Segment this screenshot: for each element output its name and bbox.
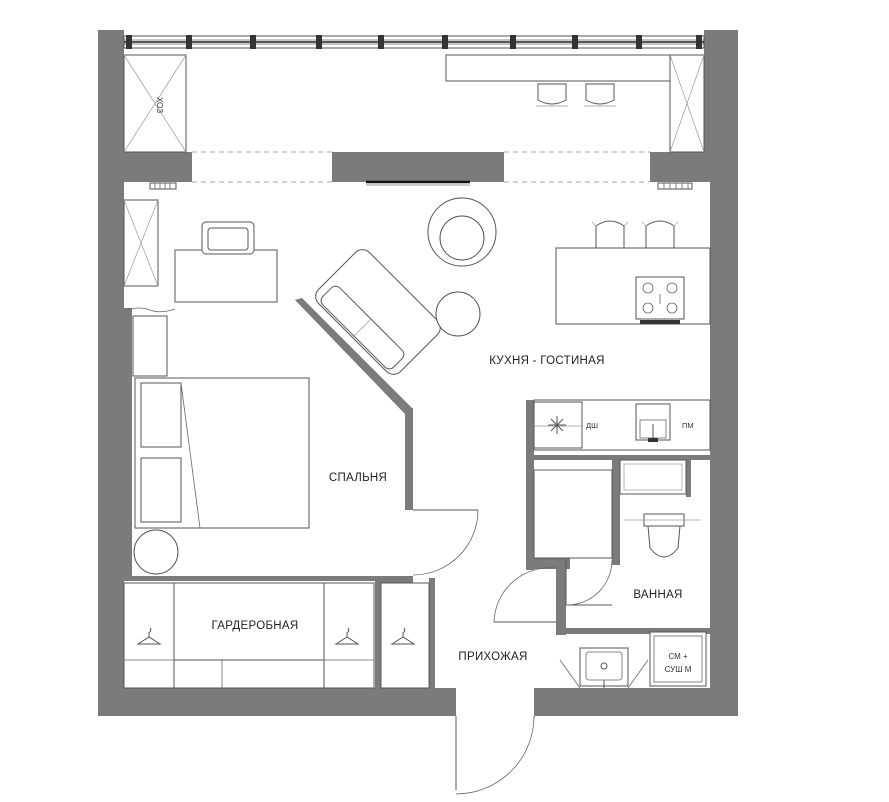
oven-label: ДШ <box>586 421 598 430</box>
room-label-wardrobe: ГАРДЕРОБНАЯ <box>212 620 299 632</box>
desk <box>174 249 278 303</box>
shower-area <box>533 469 613 559</box>
coffee-table <box>435 291 481 337</box>
balcony-stool-1 <box>536 83 568 107</box>
kitchen-sink <box>635 403 671 442</box>
bathtub-right <box>619 459 687 495</box>
balcony-counter <box>445 54 671 82</box>
dishwasher-label: ПМ <box>682 421 694 430</box>
storage-cabinet: ХОЗ <box>123 54 187 153</box>
room-label-hallway: ПРИХОЖАЯ <box>458 651 527 663</box>
balcony-right-cabinet <box>669 54 705 153</box>
washer-label-1: СМ + <box>668 652 688 661</box>
sofa <box>315 249 441 375</box>
hallway-closet <box>380 582 430 689</box>
wall-shelf <box>123 199 159 287</box>
wardrobe-unit-right <box>323 582 375 689</box>
balcony-openings <box>192 151 650 186</box>
toilet <box>624 513 700 558</box>
storage-label: ХОЗ <box>155 97 164 113</box>
room-label-bedroom: СПАЛЬНЯ <box>329 472 387 484</box>
island-stool-1 <box>591 220 629 248</box>
room-label-kitchen-living: КУХНЯ - ГОСТИНАЯ <box>489 355 604 367</box>
hallway-inner-door <box>493 567 557 623</box>
fridge-snowflake-icon <box>548 416 566 434</box>
kitchen-island <box>555 247 711 325</box>
bedroom-door <box>412 509 479 576</box>
island-stool-2 <box>641 220 679 248</box>
entrance-door <box>455 715 535 795</box>
cooktop <box>635 276 685 324</box>
armchair <box>427 197 497 267</box>
radiator-left <box>149 182 177 190</box>
window-mullions <box>126 35 702 49</box>
bathroom-door <box>565 559 613 606</box>
wardrobe-unit-middle <box>173 582 325 689</box>
hanger-icon <box>334 627 360 645</box>
desk-chair <box>201 221 255 255</box>
kitchen-counter <box>533 399 711 451</box>
washer-label-2: СУШ М <box>665 665 692 674</box>
bedroom-pouf <box>133 529 179 575</box>
balcony-stool-2 <box>584 83 616 107</box>
balcony-window <box>123 35 705 49</box>
room-label-bathroom: ВАННАЯ <box>633 589 682 601</box>
walls <box>98 30 738 716</box>
curtain-line <box>125 307 176 313</box>
bed <box>134 377 310 529</box>
washer-dryer: СМ + СУШ М <box>649 631 707 687</box>
nightstand-top <box>132 315 168 377</box>
hanger-icon <box>390 627 416 645</box>
bathroom-sink <box>559 647 649 689</box>
radiator-right <box>657 182 693 190</box>
hanger-icon <box>136 627 162 645</box>
